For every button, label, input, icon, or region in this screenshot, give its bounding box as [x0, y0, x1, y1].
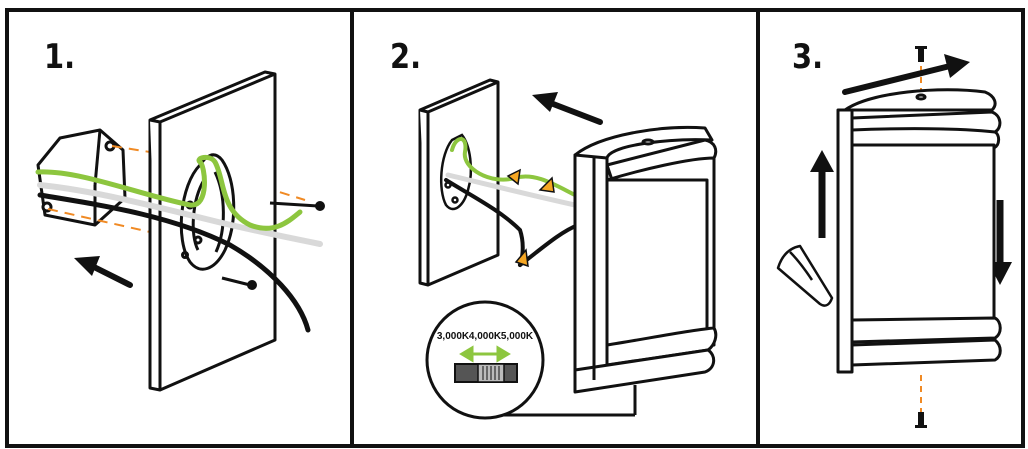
screw	[270, 202, 324, 210]
cct-option-5000k: 5,000K	[501, 331, 534, 342]
arrow-left-icon	[74, 256, 130, 285]
cct-option-3000k: 3,000K	[437, 331, 470, 342]
step-number-3: 3.	[792, 40, 823, 74]
screw	[915, 412, 927, 428]
panel-step-1	[38, 72, 324, 390]
arrow-up-icon	[810, 150, 834, 238]
arrow-up-left-icon	[532, 92, 600, 122]
screw	[915, 46, 927, 62]
light-fixture	[575, 127, 716, 392]
panel-step-2: 3,000K 4,000K 5,000K	[420, 80, 716, 418]
step-number-2: 2.	[390, 40, 421, 74]
cct-option-4000k: 4,000K	[469, 331, 502, 342]
arrow-right-icon	[845, 54, 970, 92]
callout-circle	[427, 302, 543, 418]
color-temperature-switch-callout: 3,000K 4,000K 5,000K	[427, 302, 543, 418]
diffuser-lens	[778, 246, 832, 306]
light-fixture	[838, 90, 1000, 372]
panel-step-3	[778, 46, 1012, 428]
slide-switch	[455, 364, 517, 382]
wire-nut	[508, 170, 520, 184]
step-number-1: 1.	[44, 40, 75, 74]
